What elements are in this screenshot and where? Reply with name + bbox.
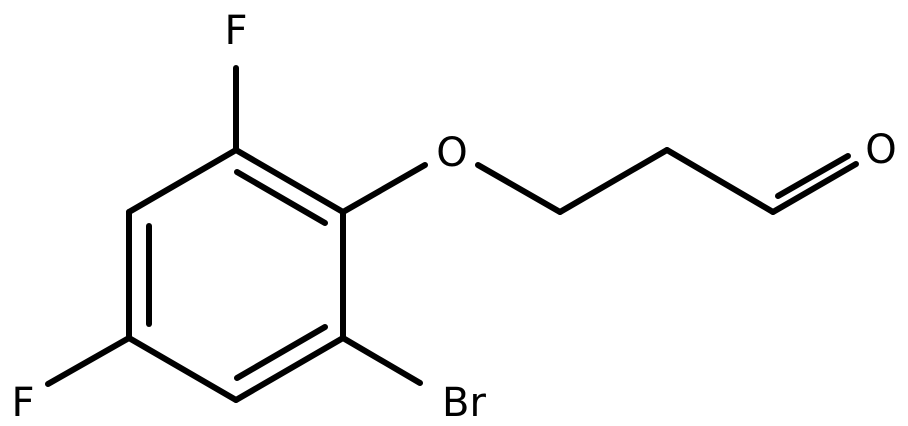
- bond-ring-to-oxygen: [340, 162, 428, 215]
- bond-to-fluorine-bottom-left: [45, 335, 132, 387]
- atom-label-bromine: Br: [442, 380, 486, 426]
- ring-bond-c3-c4: [233, 335, 346, 403]
- ring-bond-c4-c5: [126, 335, 239, 403]
- benzene-ring: [126, 147, 346, 403]
- carbonyl-double-bond-outer: [770, 161, 859, 215]
- atom-label-fluorine-bottom-left: F: [11, 380, 34, 426]
- ring-inner-double-bond-2: [234, 324, 328, 381]
- bond-to-bromine: [340, 335, 423, 386]
- atom-label-ether-oxygen: O: [436, 130, 467, 176]
- bond-oxygen-to-ch2: [475, 162, 563, 215]
- bond-ch2-to-aldehyde-carbon: [664, 147, 776, 215]
- carbonyl-double-bond-inner: [775, 153, 851, 199]
- ring-bond-c6-c1: [126, 147, 239, 215]
- atom-label-fluorine-top: F: [224, 8, 247, 54]
- ring-bond-c1-c2: [233, 147, 346, 215]
- atom-label-carbonyl-oxygen: O: [865, 127, 896, 173]
- ring-inner-double-bond-1: [234, 169, 328, 226]
- bond-ch2-to-ch2: [557, 147, 670, 215]
